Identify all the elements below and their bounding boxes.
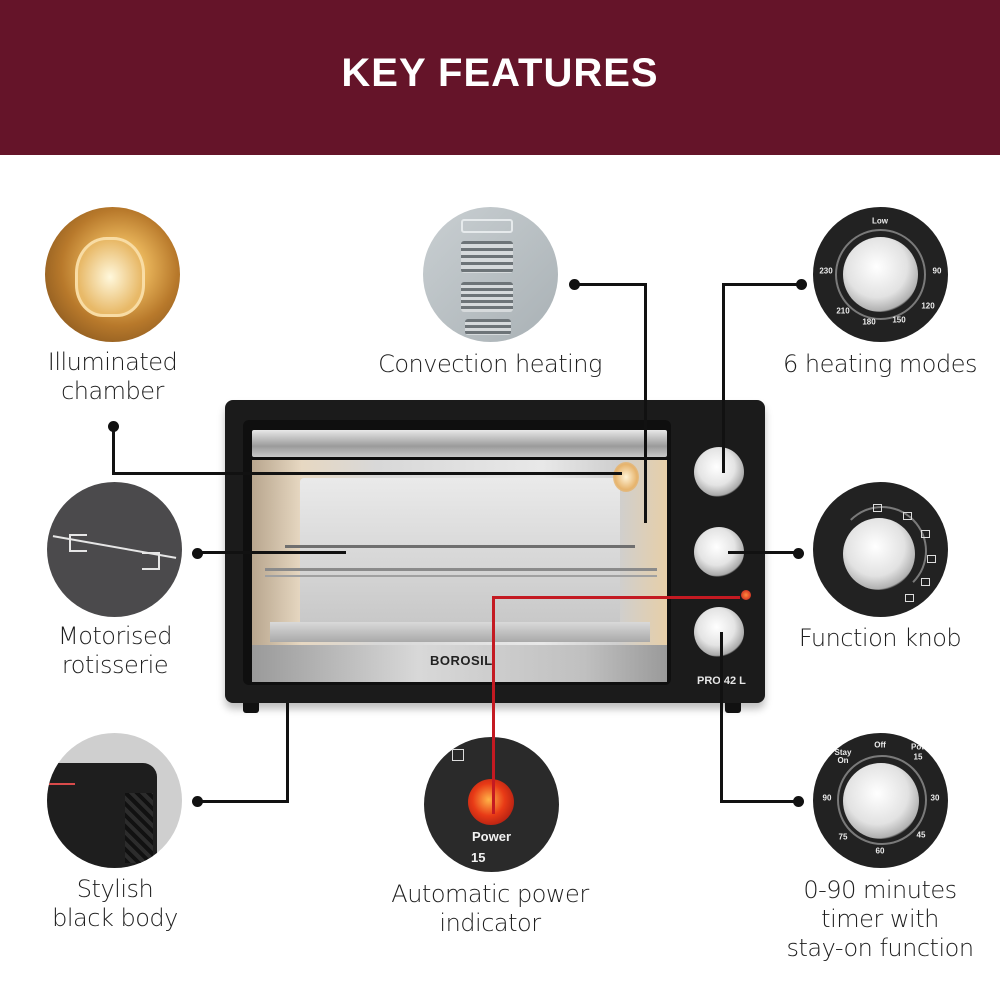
dial-label-45: 45 — [916, 830, 926, 840]
rotisserie-spit — [285, 545, 635, 548]
function-dial-knob — [843, 518, 915, 590]
dial-label-power: Power — [910, 742, 936, 752]
dial-label-30: 30 — [930, 793, 940, 803]
timer-mark-label: 15 — [471, 850, 486, 865]
black-body-photo — [47, 733, 182, 868]
dial-label-90: 90 — [932, 266, 942, 276]
power-led-icon — [468, 779, 514, 825]
wire-rack-lower — [265, 575, 657, 577]
power-indicator-photo: Power 15 — [424, 737, 559, 872]
dial-label-180: 180 — [862, 317, 876, 327]
dial-ring — [837, 755, 927, 845]
oven-foot-right — [725, 703, 741, 713]
callout-line-illuminated-v — [112, 425, 115, 475]
vent-pattern — [125, 793, 153, 863]
dial-ring — [835, 229, 926, 320]
dial-label-low: Low — [872, 216, 888, 226]
caption-black-body: Stylish black body — [52, 875, 178, 932]
callout-dot-function-knob — [793, 548, 804, 559]
callout-line-timer-v — [720, 632, 723, 803]
callout-line-black-body-v — [286, 703, 289, 803]
lower-vent-icon — [465, 319, 511, 335]
page-title: KEY FEATURES — [341, 51, 659, 95]
baking-tray — [270, 622, 650, 642]
caption-illuminated: Illuminated chamber — [47, 348, 178, 405]
callout-line-rotisserie — [196, 551, 346, 554]
callout-line-heating-h — [722, 283, 800, 286]
callout-dot-heating-modes — [796, 279, 807, 290]
brand-logo: BOROSIL — [430, 653, 493, 668]
timer-knob-photo: Off 15 30 45 60 75 90 Stay On Power — [813, 733, 948, 868]
callout-line-function-knob — [728, 551, 798, 554]
caption-convection: Convection heating — [378, 350, 602, 378]
dial-label-15: 15 — [913, 752, 923, 762]
red-stripe — [47, 783, 75, 785]
oven-lamp — [613, 462, 639, 492]
function-knob-photo — [813, 482, 948, 617]
mode-icon-3 — [921, 530, 930, 538]
oven-door-handle — [252, 430, 667, 457]
mode-icon-6 — [905, 594, 914, 602]
lamp-bulb-icon — [75, 237, 145, 317]
power-indicator-led — [741, 590, 751, 600]
oven-foot-left — [243, 703, 259, 713]
oven-chamber — [300, 478, 620, 628]
fan-grille-icon — [461, 282, 513, 312]
dial-label-150: 150 — [892, 315, 906, 325]
callout-dot-timer — [793, 796, 804, 807]
mode-icon-4 — [927, 555, 936, 563]
caption-timer: 0-90 minutes timer with stay-on function — [786, 876, 974, 962]
callout-line-heating-v — [722, 283, 725, 473]
dial-label-210: 210 — [836, 306, 850, 316]
dial-label-75: 75 — [838, 832, 848, 842]
rotisserie-photo — [47, 482, 182, 617]
dial-ring — [837, 506, 927, 596]
mode-icon-5 — [921, 578, 930, 586]
illuminated-chamber-photo — [45, 207, 180, 342]
caption-power-indicator: Automatic power indicator — [391, 880, 589, 937]
timer-knob — [694, 607, 744, 657]
callout-line-convection-v — [644, 283, 647, 523]
convection-heating-photo — [423, 207, 558, 342]
oven-product-image: BOROSIL PRO 42 L — [225, 400, 765, 713]
temperature-dial-knob — [843, 237, 918, 312]
callout-line-power-v — [492, 596, 495, 814]
panel-slot-icon — [461, 219, 513, 233]
timer-symbol-icon — [452, 749, 464, 761]
dial-label-60: 60 — [875, 846, 885, 856]
dial-label-90: 90 — [822, 793, 832, 803]
caption-rotisserie: Motorised rotisserie — [57, 622, 173, 679]
dial-label-stay-on: Stay On — [834, 748, 852, 765]
caption-function-knob: Function knob — [798, 624, 962, 652]
mode-icon-2 — [903, 512, 912, 520]
timer-dial-knob — [843, 763, 919, 839]
spit-fork-left-icon — [69, 534, 87, 552]
door-bottom-panel — [252, 645, 667, 682]
callout-line-illuminated-h — [112, 472, 622, 475]
dial-label-off: Off — [874, 740, 886, 750]
wire-rack — [265, 568, 657, 571]
power-label: Power — [471, 829, 511, 844]
header-banner: KEY FEATURES — [0, 0, 1000, 155]
spit-fork-right-icon — [142, 552, 160, 570]
callout-line-convection-h — [573, 283, 647, 286]
caption-heating-modes: 6 heating modes — [783, 350, 977, 378]
callout-line-black-body-h — [196, 800, 289, 803]
heating-modes-photo: Low 90 120 150 180 210 230 — [813, 207, 948, 342]
dial-label-120: 120 — [921, 301, 935, 311]
vent-grille-icon — [461, 241, 513, 273]
temperature-knob — [694, 447, 744, 497]
dial-label-230: 230 — [819, 266, 833, 276]
mode-icon-1 — [873, 504, 882, 512]
callout-line-timer-h — [720, 800, 798, 803]
callout-line-power-h — [492, 596, 740, 599]
